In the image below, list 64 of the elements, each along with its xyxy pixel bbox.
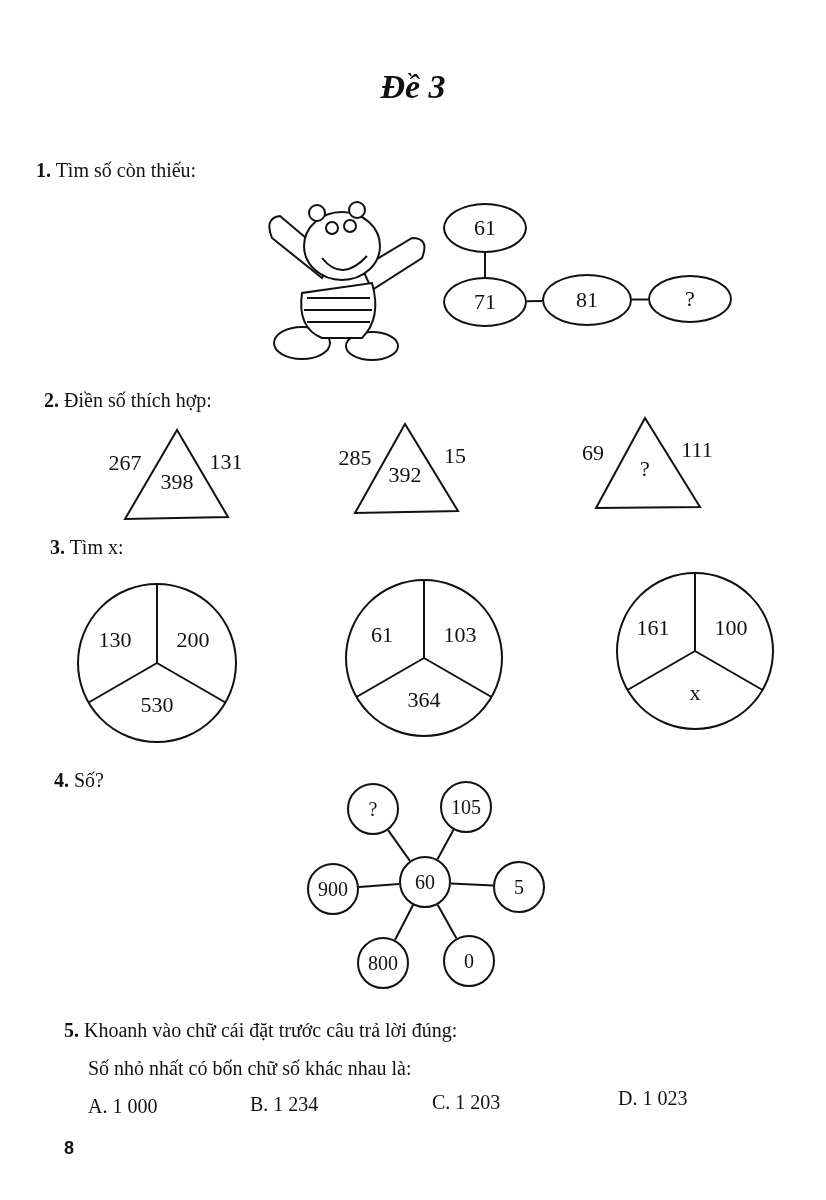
number-circle <box>347 783 399 835</box>
number: 111 <box>681 438 713 462</box>
connector-line <box>357 882 401 889</box>
number: 200 <box>176 628 210 652</box>
number: 161 <box>636 616 670 640</box>
number: 530 <box>140 693 174 717</box>
number-circle <box>307 863 359 915</box>
number: 130 <box>98 628 132 652</box>
page-title: Đề 3 <box>379 68 447 106</box>
number: 81 <box>576 288 598 312</box>
number: 131 <box>209 450 243 474</box>
number: 103 <box>443 623 477 647</box>
connector-line <box>484 252 486 278</box>
number-oval <box>443 203 527 253</box>
number: ? <box>685 287 695 311</box>
number: 392 <box>388 463 422 487</box>
question-text: 3. Tìm x: <box>50 535 124 559</box>
number: 105 <box>451 795 481 819</box>
divided-circle <box>345 579 503 737</box>
number: 900 <box>318 877 348 901</box>
number: 285 <box>338 446 372 470</box>
number: 0 <box>464 949 474 973</box>
question-text: 2. Điền số thích hợp: <box>44 388 212 412</box>
number-oval <box>443 277 527 327</box>
number-oval <box>542 274 632 326</box>
answer-option: B. 1 234 <box>250 1092 319 1116</box>
answer-option: A. 1 000 <box>88 1094 158 1118</box>
number-oval <box>648 275 732 323</box>
question-text: 5. Khoanh vào chữ cái đặt trước câu trả lời đúng: <box>64 1018 458 1042</box>
number-circle <box>493 861 545 913</box>
number: 15 <box>444 444 466 468</box>
number: 800 <box>368 951 398 975</box>
connector-line <box>436 903 458 940</box>
connector-line <box>526 299 544 303</box>
number: 71 <box>474 290 496 314</box>
number-circle <box>440 781 492 833</box>
question-text: 1. Tìm số còn thiếu: <box>36 158 197 182</box>
number: 60 <box>415 870 435 894</box>
connector-line <box>393 904 415 941</box>
number: 364 <box>407 688 441 712</box>
number: 267 <box>108 451 142 475</box>
number: 398 <box>160 470 194 494</box>
number: ? <box>640 457 650 481</box>
divided-circle <box>77 583 237 743</box>
number: x <box>689 681 701 705</box>
number: 100 <box>714 616 748 640</box>
divided-circle <box>616 572 774 730</box>
page-number: 8 <box>64 1137 74 1160</box>
number: 69 <box>582 441 604 465</box>
connector-line <box>436 828 455 861</box>
number: 5 <box>514 875 524 899</box>
number-circle <box>357 937 409 989</box>
number: 61 <box>371 623 393 647</box>
number: ? <box>368 797 378 821</box>
question-text: 4. Số? <box>54 768 104 792</box>
connector-line <box>387 829 411 862</box>
connector-line <box>631 298 649 301</box>
answer-option: D. 1 023 <box>618 1086 688 1110</box>
number: 61 <box>474 216 496 240</box>
number-circle <box>443 935 495 987</box>
answer-option: C. 1 203 <box>432 1090 501 1114</box>
connector-line <box>449 882 495 887</box>
question-text: Số nhỏ nhất có bốn chữ số khác nhau là: <box>88 1056 412 1080</box>
number-circle <box>399 856 451 908</box>
